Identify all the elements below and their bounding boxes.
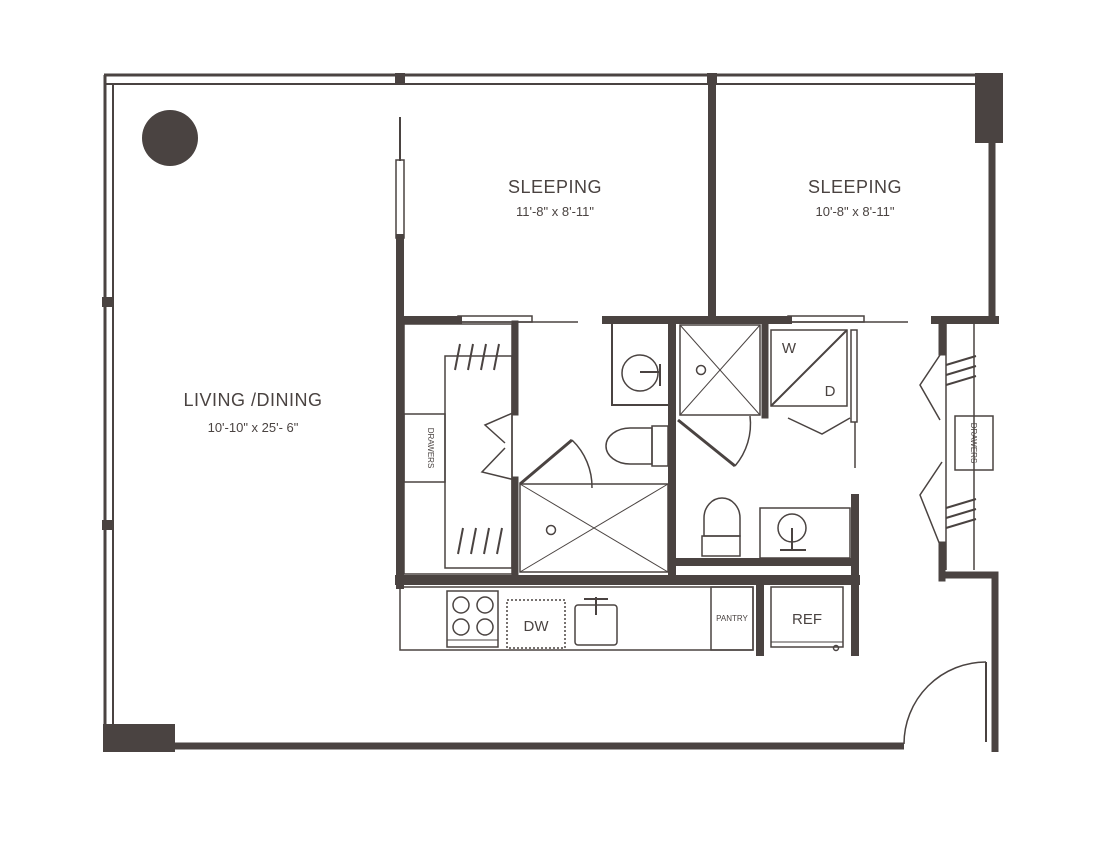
sleeping-1-name: SLEEPING	[508, 177, 602, 197]
living-dining-name: LIVING /DINING	[183, 390, 322, 410]
pantry-label: PANTRY	[716, 614, 748, 623]
sliding-doors	[395, 159, 908, 468]
outer-walls	[103, 73, 999, 752]
sleeping-1-dims: 11'-8" x 8'-11"	[516, 204, 594, 219]
closet-2-drawers-label: DRAWERS	[969, 423, 978, 464]
washer-label: W	[782, 340, 797, 357]
sleeping-2-name: SLEEPING	[808, 177, 902, 197]
closet-1-drawers-label: DRAWERS	[426, 428, 435, 469]
living-dining-dims: 10'-10" x 25'- 6"	[208, 420, 299, 435]
kitchen-counter	[399, 586, 754, 651]
bathroom-1	[519, 354, 669, 573]
dishwasher-label: DW	[524, 618, 550, 635]
refrigerator	[770, 586, 844, 652]
interior-walls	[395, 80, 999, 656]
sleeping-2-dims: 10'-8" x 8'-11"	[816, 204, 895, 219]
refrigerator-label: REF	[792, 611, 822, 628]
closet-1	[403, 323, 513, 575]
structural-column	[142, 110, 198, 166]
outer-wall-blocks	[102, 73, 1003, 752]
swing-doors	[480, 351, 987, 745]
closet-2	[945, 324, 994, 570]
dryer-label: D	[825, 383, 836, 400]
bathroom-2	[679, 324, 851, 559]
washer-dryer	[770, 329, 848, 407]
